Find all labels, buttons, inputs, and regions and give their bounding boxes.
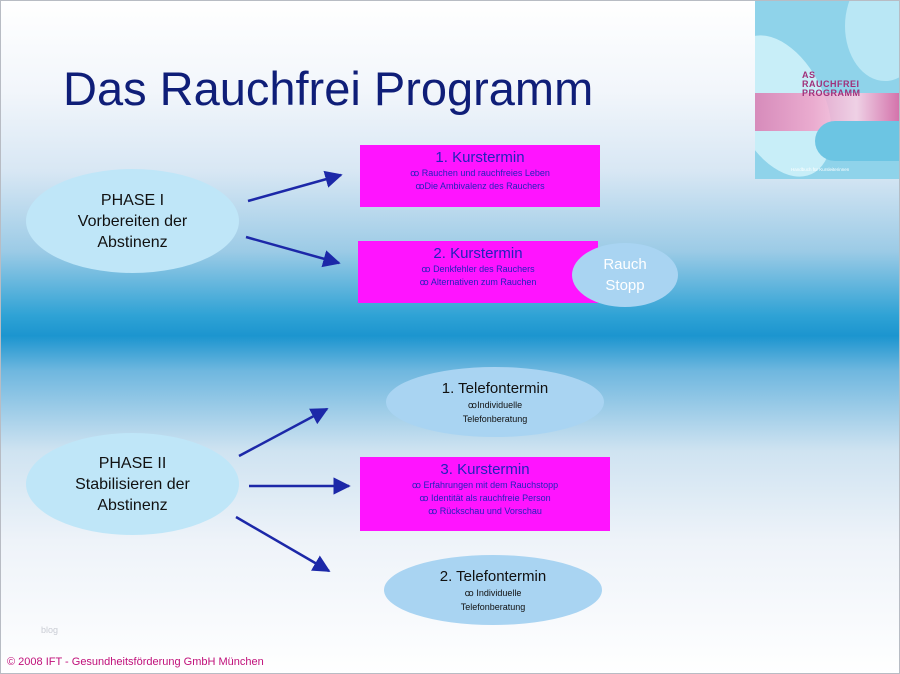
telefontermin-2-title: 2. Telefontermin bbox=[439, 567, 547, 585]
arrow-phase2-to-tel1 bbox=[238, 407, 329, 458]
kurstermin-2-title: 2. Kurstermin bbox=[433, 245, 523, 262]
bullet-icon: ꝏ bbox=[410, 168, 420, 178]
bullet-icon: ꝏ bbox=[415, 181, 425, 191]
telefontermin-1-ellipse: 1. Telefontermin ꝏIndividuelle Telefonbe… bbox=[386, 367, 604, 437]
kurstermin-3-item: ꝏ Rückschau und Vorschau bbox=[428, 506, 542, 516]
arrow-phase1-to-kurs1 bbox=[247, 170, 343, 203]
cover-logo: AS RAUCHFREI PROGRAMM bbox=[802, 70, 861, 98]
kurstermin-1-item: ꝏDie Ambivalenz des Rauchers bbox=[415, 181, 545, 191]
kurstermin-3-item: ꝏ Erfahrungen mit dem Rauchstopp bbox=[411, 480, 559, 490]
phase-1-line2: Vorbereiten der bbox=[77, 212, 188, 230]
kurstermin-3-box: 3. Kurstermin ꝏ Erfahrungen mit dem Rauc… bbox=[360, 457, 610, 531]
telefontermin-2-ellipse: 2. Telefontermin ꝏ Individuelle Telefonb… bbox=[384, 555, 602, 625]
slide-title: Das Rauchfrei Programm bbox=[63, 62, 594, 115]
bullet-icon: ꝏ bbox=[421, 264, 431, 274]
bullet-icon: ꝏ bbox=[411, 480, 422, 490]
phase-2-label: PHASE II bbox=[98, 454, 167, 472]
telefontermin-1-title: 1. Telefontermin bbox=[441, 379, 549, 397]
phase-2-ellipse: PHASE II Stabilisieren der Abstinenz bbox=[26, 433, 239, 535]
kurstermin-1-box: 1. Kurstermin ꝏ Rauchen und rauchfreies … bbox=[360, 145, 600, 207]
kurstermin-2-item: ꝏ Denkfehler des Rauchers bbox=[421, 264, 535, 274]
phase-1-line3: Abstinenz bbox=[97, 233, 168, 251]
bullet-icon: ꝏ bbox=[428, 506, 438, 516]
kurstermin-2-item: ꝏ Alternativen zum Rauchen bbox=[419, 277, 537, 287]
phase-2-line3: Abstinenz bbox=[97, 496, 168, 514]
arrow-phase2-to-tel2 bbox=[235, 515, 331, 573]
rauchstopp-ellipse: Rauch Stopp bbox=[572, 243, 678, 307]
book-cover-image: AS RAUCHFREI PROGRAMM Handbuch für Kursl… bbox=[755, 1, 899, 179]
kurstermin-3-title: 3. Kurstermin bbox=[440, 461, 530, 478]
kurstermin-1-item: ꝏ Rauchen und rauchfreies Leben bbox=[410, 168, 550, 178]
arrow-phase1-to-kurs2 bbox=[245, 235, 341, 268]
phase-1-ellipse: PHASE I Vorbereiten der Abstinenz bbox=[26, 169, 239, 273]
bullet-icon: ꝏ bbox=[419, 493, 429, 503]
phase-2-line2: Stabilisieren der bbox=[75, 475, 190, 493]
kurstermin-2-box: 2. Kurstermin ꝏ Denkfehler des Rauchers … bbox=[358, 241, 598, 303]
kurstermin-1-title: 1. Kurstermin bbox=[435, 149, 525, 166]
bullet-icon: ꝏ bbox=[467, 399, 478, 410]
bullet-icon: ꝏ bbox=[464, 587, 474, 598]
phase-1-label: PHASE I bbox=[100, 191, 165, 209]
cover-subtitle: Handbuch für Kursleiterinnen bbox=[791, 167, 850, 172]
kurstermin-3-item: ꝏ Identität als rauchfreie Person bbox=[419, 493, 551, 503]
bullet-icon: ꝏ bbox=[419, 277, 429, 287]
watermark: blog bbox=[41, 625, 59, 635]
copyright-footer: © 2008 IFT - Gesundheitsförderung GmbH M… bbox=[7, 656, 264, 668]
